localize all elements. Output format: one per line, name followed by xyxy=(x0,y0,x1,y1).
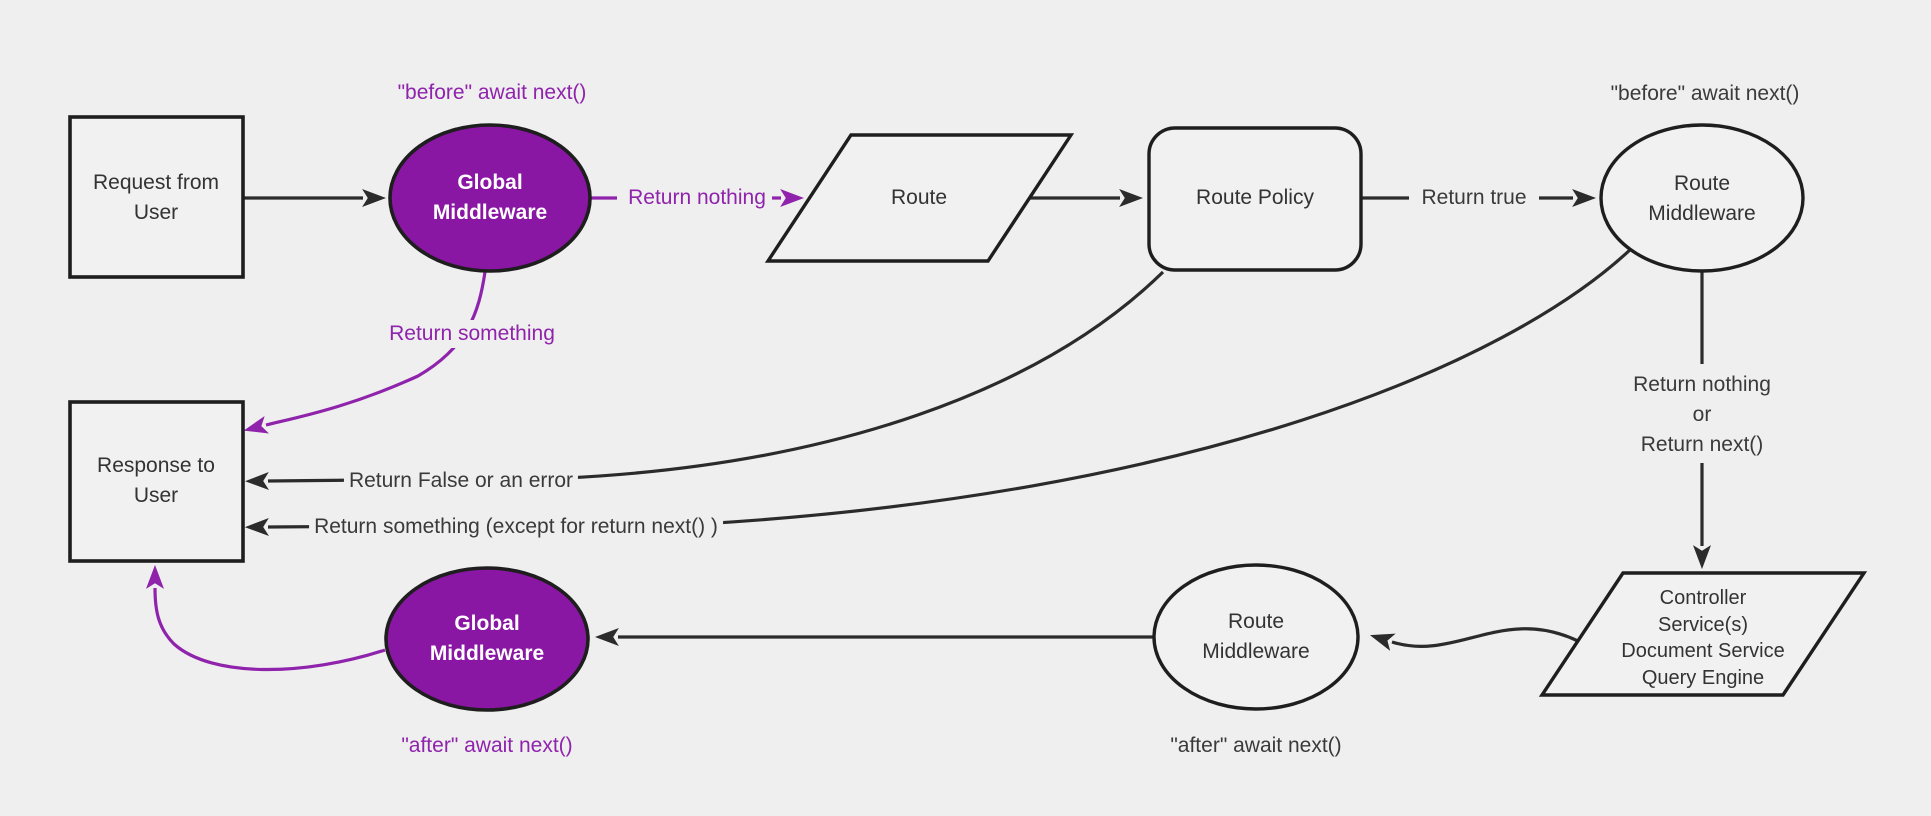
before-await-next-right-label: "before" await next() xyxy=(1610,82,1800,105)
return-nothing-or-next-line: Return next() xyxy=(1640,433,1764,456)
return-something-except-label: Return something (except for return next… xyxy=(309,513,723,541)
controller-services-label: Controller Service(s) Document Service Q… xyxy=(1621,585,1784,691)
node-route xyxy=(764,133,1075,263)
controller-line: Document Service xyxy=(1621,640,1785,662)
return-nothing-or-next-line: or xyxy=(1692,403,1712,426)
node-global-middleware-top xyxy=(388,123,592,273)
request-from-user-label: Request from User xyxy=(92,171,220,224)
global-middleware-bottom-label: Global Middleware xyxy=(429,612,545,665)
global-middleware-top-label: Global Middleware xyxy=(432,171,548,224)
edge-return-something-curve xyxy=(243,271,487,434)
return-false-or-error-label: Return False or an error xyxy=(343,467,579,495)
edge-controller-to-route-middleware xyxy=(1369,627,1579,651)
edge-global-middleware-to-response xyxy=(146,564,386,672)
controller-line: Controller xyxy=(1659,587,1747,609)
return-nothing-or-next-line: Return nothing xyxy=(1633,373,1771,396)
after-await-next-right-label: "after" await next() xyxy=(1170,734,1342,757)
node-route-middleware-bottom xyxy=(1152,563,1360,711)
edge-return-false-curve xyxy=(244,270,1165,490)
node-route-middleware-top xyxy=(1599,123,1805,273)
return-nothing-label: Return nothing xyxy=(623,184,771,212)
node-controller-services xyxy=(1538,571,1868,697)
after-await-next-left-label: "after" await next() xyxy=(401,734,573,757)
return-true-label: Return true xyxy=(1416,184,1532,212)
route-policy-label: Route Policy xyxy=(1196,186,1314,209)
before-await-next-left-label: "before" await next() xyxy=(397,81,587,104)
node-global-middleware-bottom xyxy=(384,566,590,712)
return-nothing-or-next-label: Return nothing or Return next() xyxy=(1633,370,1771,460)
controller-line: Query Engine xyxy=(1641,666,1765,689)
edge-return-something-except-curve xyxy=(244,246,1634,536)
route-label: Route xyxy=(890,186,948,209)
route-middleware-top-label: Route Middleware xyxy=(1648,172,1756,225)
node-route-policy xyxy=(1147,126,1363,272)
response-to-user-label: Response to User xyxy=(97,454,215,507)
node-response-to-user xyxy=(68,400,245,563)
return-something-label: Return something xyxy=(384,320,560,348)
controller-line: Service(s) xyxy=(1657,613,1748,636)
route-middleware-bottom-label: Route Middleware xyxy=(1202,610,1310,663)
node-request-from-user xyxy=(68,115,245,279)
